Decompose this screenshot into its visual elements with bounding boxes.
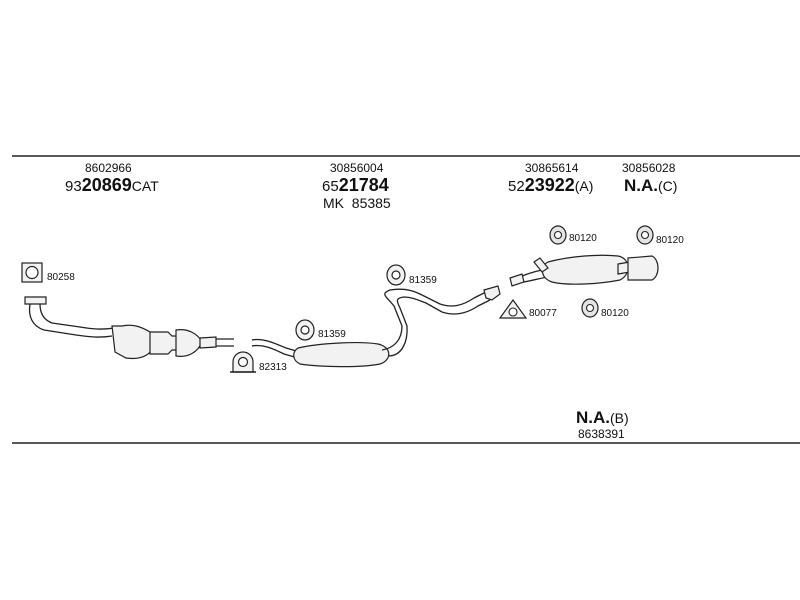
rear-suffix: (A) bbox=[575, 178, 594, 194]
label-group-bottom: N.A.(B) 8638391 bbox=[576, 408, 629, 441]
rear-prefix: 52 bbox=[508, 178, 525, 195]
label-group-rear: 30865614 5223922(A) bbox=[508, 161, 593, 195]
rubber-mount-icon bbox=[549, 225, 567, 245]
ref-82313: 82313 bbox=[259, 362, 287, 373]
bottom-suffix: (B) bbox=[610, 410, 629, 426]
clamp-icon bbox=[230, 351, 256, 373]
ref-80120-b: 80120 bbox=[656, 235, 684, 246]
tail-top-number: 30856028 bbox=[622, 161, 676, 175]
cat-top-number: 8602966 bbox=[85, 161, 132, 175]
rubber-mount-icon bbox=[636, 225, 654, 245]
cat-suffix: CAT bbox=[132, 178, 159, 194]
ref-81359-b: 81359 bbox=[409, 275, 437, 286]
bottom-part-number: N.A.(B) bbox=[576, 408, 629, 427]
bottom-sub-number: 8638391 bbox=[578, 427, 625, 441]
cat-prefix: 93 bbox=[65, 178, 82, 195]
tail-part-number: N.A.(C) bbox=[624, 176, 677, 195]
rear-part-number: 5223922(A) bbox=[508, 175, 593, 195]
rubber-mount-icon bbox=[581, 298, 599, 318]
ref-80120-c: 80120 bbox=[601, 308, 629, 319]
gasket-icon bbox=[21, 262, 43, 283]
hanger-icon bbox=[386, 264, 406, 286]
cat-part-number: 9320869CAT bbox=[65, 175, 159, 195]
mid-sub-number: MK 85385 bbox=[323, 195, 391, 211]
rear-main: 23922 bbox=[525, 175, 575, 195]
label-group-catalyst: 8602966 9320869CAT bbox=[65, 161, 159, 195]
mid-prefix: 65 bbox=[322, 178, 339, 195]
ref-80120-a: 80120 bbox=[569, 233, 597, 244]
flange-gasket-icon bbox=[498, 298, 528, 319]
hanger-icon bbox=[295, 319, 315, 341]
label-group-middle: 30856004 6521784 MK 85385 bbox=[322, 161, 391, 211]
tail-suffix: (C) bbox=[658, 178, 677, 194]
ref-80077: 80077 bbox=[529, 308, 557, 319]
mid-top-number: 30856004 bbox=[330, 161, 384, 175]
ref-80258: 80258 bbox=[47, 272, 75, 283]
rear-top-number: 30865614 bbox=[525, 161, 579, 175]
middle-silencer bbox=[251, 285, 501, 368]
ref-81359-a: 81359 bbox=[318, 329, 346, 340]
mid-main: 21784 bbox=[339, 175, 389, 195]
rear-silencer bbox=[509, 254, 659, 287]
label-group-tail: 30856028 N.A.(C) bbox=[622, 161, 677, 195]
cat-main: 20869 bbox=[82, 175, 132, 195]
tail-main: N.A. bbox=[624, 176, 658, 195]
front-pipe-catalyst bbox=[24, 296, 234, 360]
bottom-main: N.A. bbox=[576, 408, 610, 427]
mid-part-number: 6521784 bbox=[322, 175, 389, 195]
